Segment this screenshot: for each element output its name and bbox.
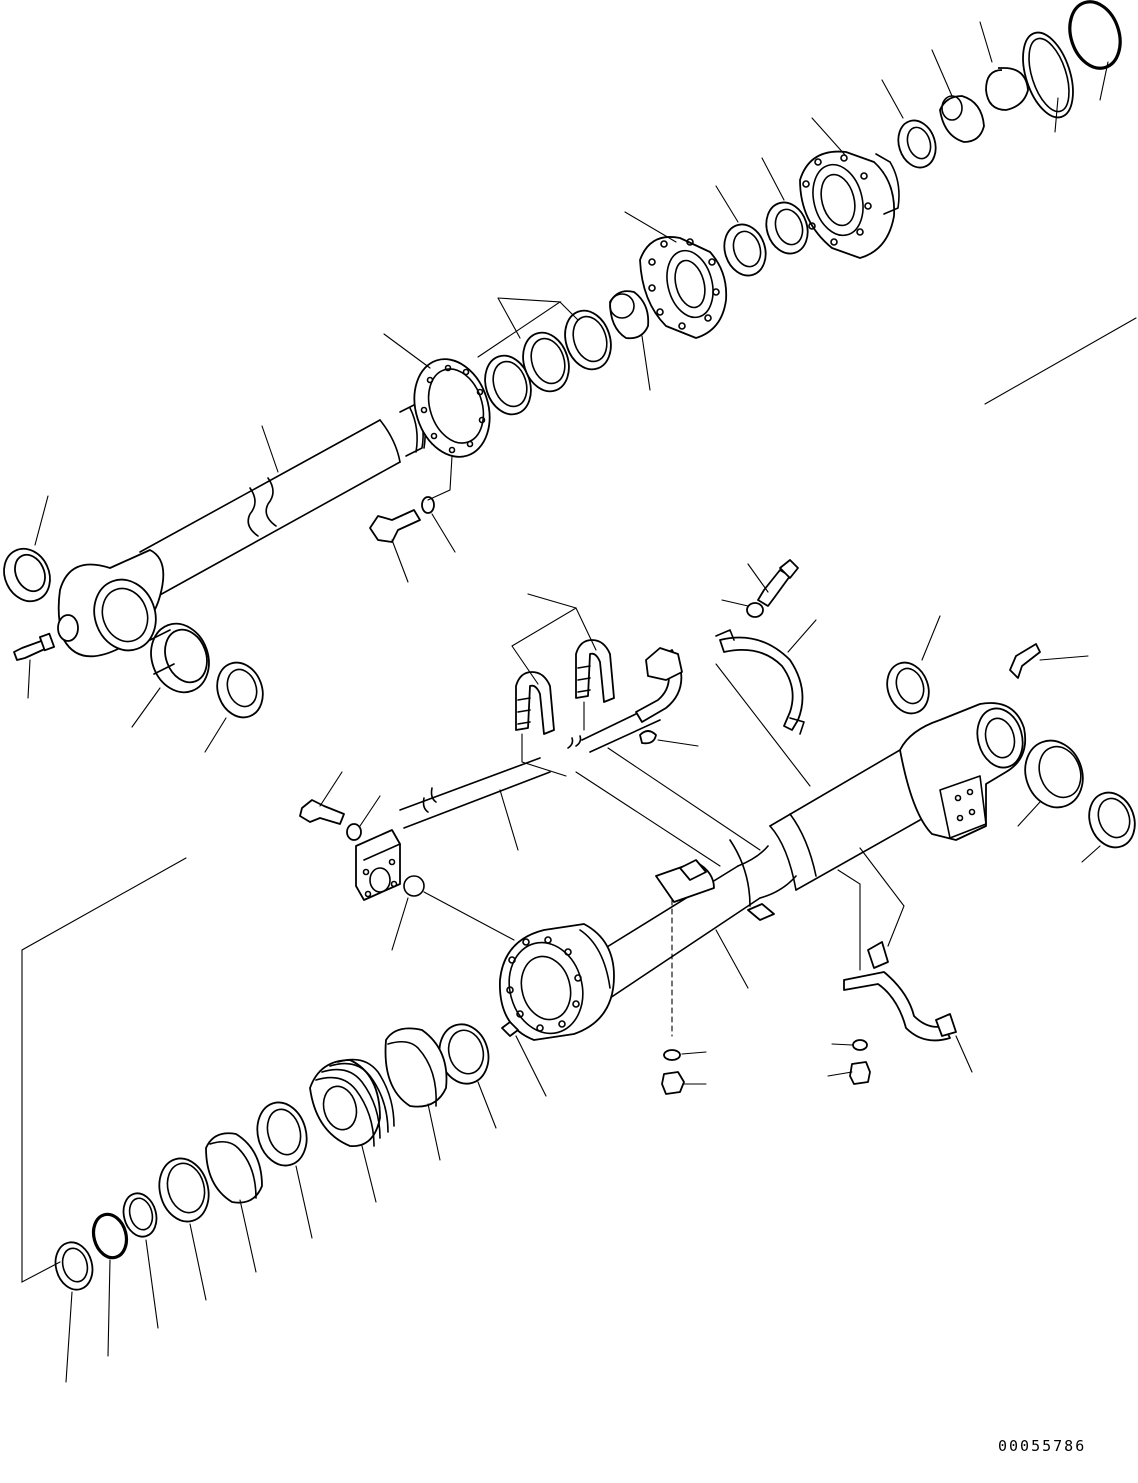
grease-nipple-rod <box>14 634 54 698</box>
clamp-nut-lower <box>828 1062 870 1084</box>
pipe-flange-block <box>356 830 400 900</box>
flange-block-o-ring <box>392 876 514 950</box>
rod-eye-seal <box>205 656 270 752</box>
pipe-elbow <box>636 648 698 746</box>
snap-ring <box>980 22 1028 110</box>
head-seal-2 <box>760 158 814 259</box>
rod-end-bushing <box>0 496 58 609</box>
piston-rod <box>58 400 433 659</box>
piston-o-ring-small <box>119 1190 161 1328</box>
wiper-ring <box>882 80 942 172</box>
piston-bushing <box>610 291 650 390</box>
clamp-washer-lower <box>832 1040 867 1050</box>
hydraulic-pipe <box>400 712 760 866</box>
hose-fitting-1 <box>516 672 566 776</box>
tube-pin-seal <box>1082 786 1138 862</box>
piston-seal-end <box>50 1238 97 1382</box>
assembly-connector-left <box>22 858 186 1282</box>
drawing-number: 00055786 <box>998 1437 1087 1455</box>
piston-flange <box>384 334 502 467</box>
o-ring-head <box>1062 0 1129 100</box>
cylinder-head <box>625 212 726 338</box>
piston-rod-assembly <box>0 0 1136 752</box>
pipe-clamp-lower <box>838 848 972 1072</box>
head-flange <box>800 118 899 258</box>
mount-washer <box>664 1050 706 1060</box>
tube-pin-bushing <box>1016 732 1092 826</box>
backup-ring <box>1013 26 1082 132</box>
head-seal-1 <box>716 186 772 281</box>
flange-block-bolt <box>300 772 344 824</box>
pipe-clamp-upper <box>716 620 816 786</box>
clamp-bolt-upper <box>748 560 798 606</box>
piston-ring-leader <box>478 298 578 357</box>
tube-bushing <box>880 616 940 719</box>
clamp-washer-upper <box>722 600 763 617</box>
tube-seal-plug <box>502 1022 546 1096</box>
piston-wear-ring <box>386 1028 447 1160</box>
piston-bearing <box>206 1133 262 1272</box>
flange-block-washer <box>347 796 380 840</box>
grease-nipple-tube <box>1010 644 1088 678</box>
piston-ring-3 <box>558 305 618 376</box>
tube-head-clevis <box>900 703 1029 840</box>
flange-washer <box>422 456 455 552</box>
mount-nut <box>662 1072 706 1094</box>
piston-ring-2 <box>516 327 576 398</box>
rod-eye-bushing <box>132 616 218 727</box>
piston <box>310 1060 394 1202</box>
assembly-connector-right <box>985 318 1136 404</box>
flange-bolt <box>370 510 420 582</box>
dust-seal <box>932 50 984 142</box>
cushion-ring <box>251 1097 314 1238</box>
cylinder-tube <box>499 750 920 1042</box>
piston-backup-ring <box>153 1153 216 1300</box>
tube-pipe-mount <box>656 860 774 1036</box>
piston-o-ring-bold <box>89 1211 131 1356</box>
cylinder-tube-assembly <box>22 560 1138 1382</box>
hose-fitting-2 <box>576 640 614 730</box>
hose-leader <box>512 594 596 684</box>
